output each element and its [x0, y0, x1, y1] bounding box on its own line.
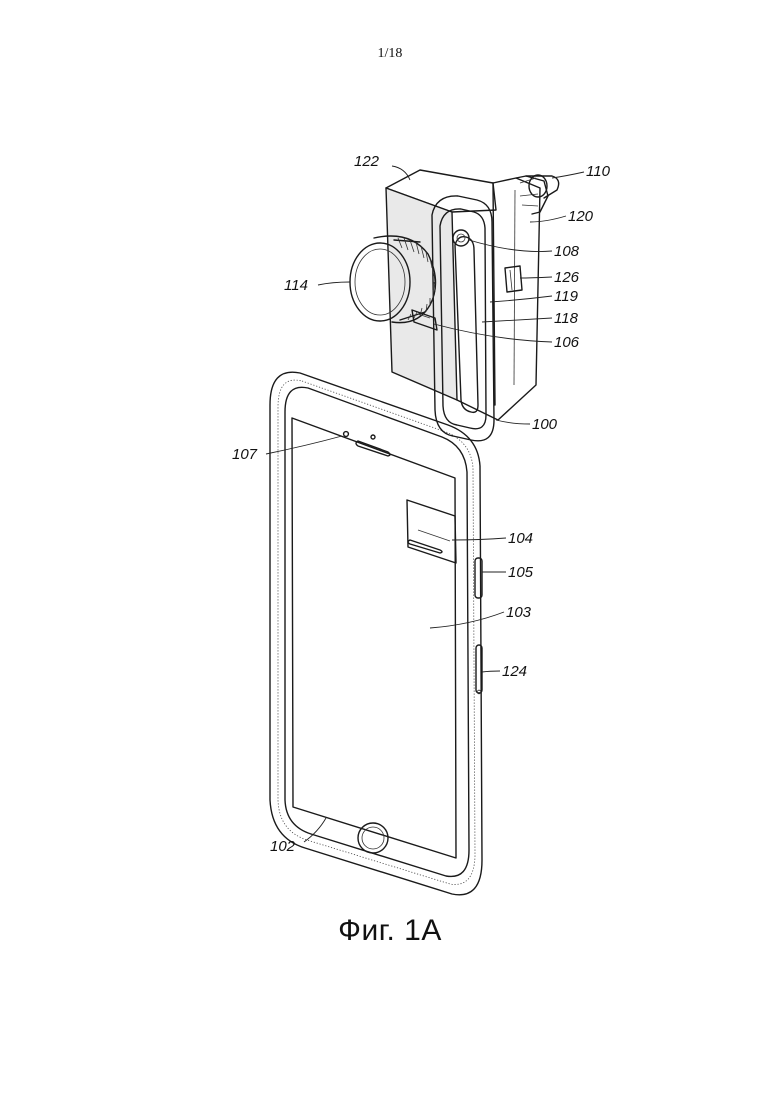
ref-110: 110 — [586, 163, 611, 180]
ref-100: 100 — [532, 416, 558, 433]
ref-106: 106 — [554, 334, 580, 351]
ref-114: 114 — [284, 277, 308, 294]
ref-124: 124 — [502, 663, 527, 680]
ref-122: 122 — [354, 153, 380, 170]
smartphone-drawing — [270, 372, 482, 895]
ref-119: 119 — [554, 288, 579, 305]
ref-108: 108 — [554, 243, 580, 260]
ref-105: 105 — [508, 564, 534, 581]
ref-126: 126 — [554, 269, 580, 286]
ref-104: 104 — [508, 530, 533, 547]
ref-120: 120 — [568, 208, 594, 225]
figure-caption: Фиг. 1А — [0, 914, 780, 948]
attachment-device-drawing — [350, 170, 559, 441]
ref-107: 107 — [232, 446, 258, 463]
ref-118: 118 — [554, 310, 579, 327]
ref-102: 102 — [270, 838, 296, 855]
ref-103: 103 — [506, 604, 532, 621]
